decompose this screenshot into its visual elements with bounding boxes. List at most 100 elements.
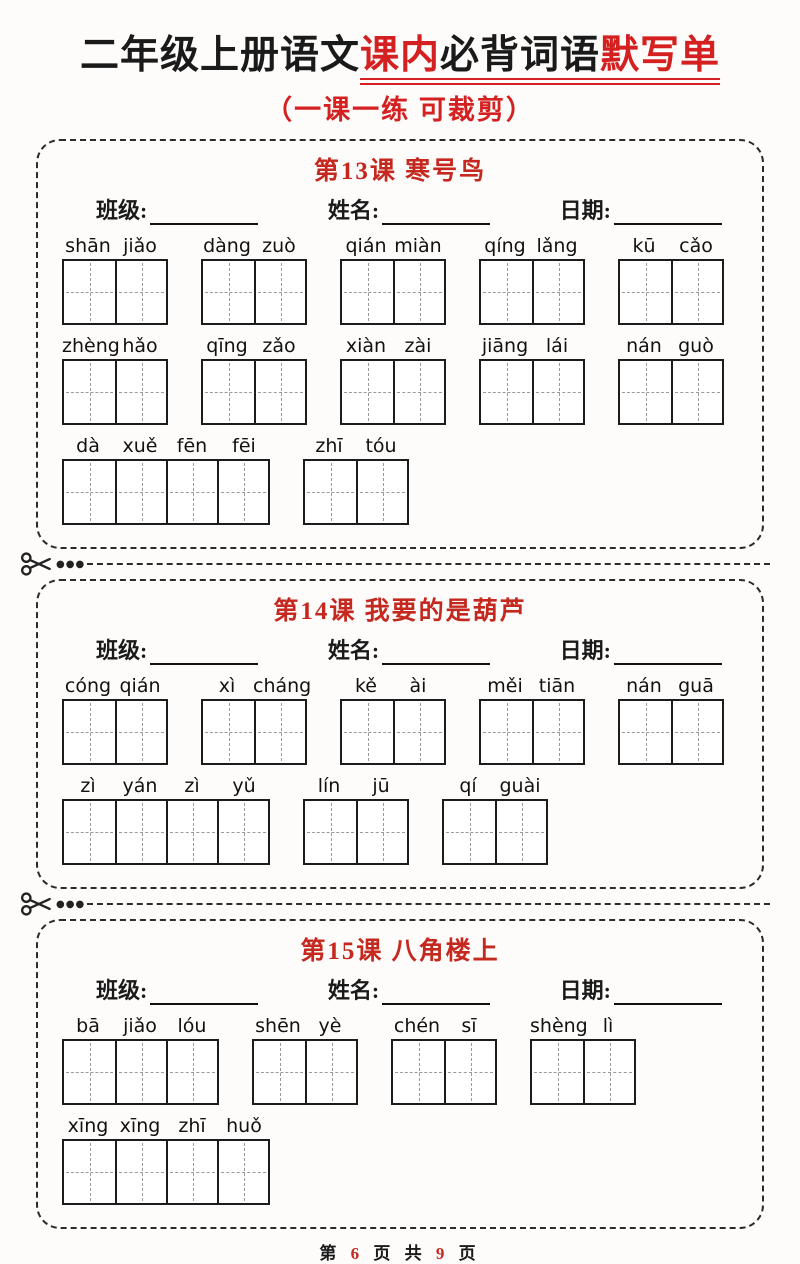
class-field: 班级: bbox=[96, 633, 259, 665]
class-label: 班级: bbox=[96, 978, 148, 1003]
pinyin-syllable: sī bbox=[461, 1015, 477, 1037]
writing-cell bbox=[166, 1141, 217, 1203]
pinyin-syllable: ài bbox=[409, 675, 427, 697]
pinyin-syllable: kū bbox=[632, 235, 656, 257]
writing-cell bbox=[64, 801, 115, 863]
pinyin-syllable: cǎo bbox=[679, 235, 713, 257]
title-part-black: 二年级上册语文 bbox=[79, 34, 360, 77]
pinyin-syllable: lóu bbox=[177, 1015, 207, 1037]
writing-cell bbox=[495, 801, 546, 863]
pinyin-syllable: zì bbox=[184, 775, 200, 797]
pinyin-syllable: yǔ bbox=[232, 775, 256, 797]
writing-cell bbox=[166, 801, 217, 863]
writing-boxes bbox=[62, 1039, 219, 1105]
writing-cell bbox=[64, 1141, 115, 1203]
pinyin-syllable: tóu bbox=[365, 435, 397, 457]
name-blank-line bbox=[382, 641, 491, 665]
pinyin-syllable: nán bbox=[626, 335, 662, 357]
writing-cell bbox=[115, 701, 166, 763]
name-blank-line bbox=[382, 201, 491, 225]
pinyin-syllable: shēn bbox=[255, 1015, 301, 1037]
pinyin-syllable: qīng bbox=[206, 335, 248, 357]
writing-boxes bbox=[62, 259, 168, 325]
writing-cell bbox=[254, 701, 305, 763]
writing-cell bbox=[393, 701, 444, 763]
writing-cell bbox=[64, 461, 115, 523]
class-label: 班级: bbox=[96, 638, 148, 663]
scissors-icon bbox=[20, 550, 56, 578]
writing-cell bbox=[64, 1041, 115, 1103]
writing-cell bbox=[115, 261, 166, 323]
writing-boxes bbox=[618, 699, 724, 765]
title-part-black2: 必背词语 bbox=[440, 34, 601, 77]
writing-cell bbox=[64, 361, 115, 423]
pinyin-syllable: jiǎo bbox=[123, 235, 157, 257]
pinyin-syllable: qián bbox=[345, 235, 387, 257]
writing-cell bbox=[115, 1141, 166, 1203]
footer-text: 页 bbox=[458, 1244, 481, 1263]
page-subtitle: （一课一练 可裁剪） bbox=[265, 95, 535, 125]
pinyin-syllable: lì bbox=[602, 1015, 614, 1037]
writing-cell bbox=[217, 1141, 268, 1203]
writing-cell bbox=[166, 461, 217, 523]
writing-boxes bbox=[391, 1039, 497, 1105]
writing-cell bbox=[671, 261, 722, 323]
pinyin-syllable: qí bbox=[459, 775, 477, 797]
pinyin-syllable: jū bbox=[372, 775, 390, 797]
pinyin-syllable: zhī bbox=[178, 1115, 206, 1137]
section-title: 第14课 我要的是葫芦 bbox=[273, 598, 527, 625]
pinyin-syllable: huǒ bbox=[226, 1115, 262, 1137]
class-blank-line bbox=[150, 641, 259, 665]
writing-boxes bbox=[479, 699, 585, 765]
class-field: 班级: bbox=[96, 973, 259, 1005]
writing-cell bbox=[203, 361, 254, 423]
pinyin-syllable: shèng bbox=[530, 1015, 588, 1037]
writing-cell bbox=[64, 261, 115, 323]
writing-boxes bbox=[201, 699, 307, 765]
pinyin-syllable: fēi bbox=[232, 435, 256, 457]
writing-cell bbox=[115, 361, 166, 423]
pinyin-syllable: zài bbox=[404, 335, 432, 357]
pinyin-syllable: xīng bbox=[67, 1115, 109, 1137]
title-part-red: 课内 bbox=[359, 34, 440, 77]
writing-boxes bbox=[479, 259, 585, 325]
writing-cell bbox=[356, 461, 407, 523]
writing-cell bbox=[620, 261, 671, 323]
writing-cell bbox=[64, 701, 115, 763]
scissors-icon bbox=[20, 890, 56, 918]
writing-cell bbox=[342, 701, 393, 763]
cut-line bbox=[87, 903, 770, 905]
pinyin-syllable: nán bbox=[626, 675, 662, 697]
pinyin-syllable: qíng bbox=[484, 235, 526, 257]
